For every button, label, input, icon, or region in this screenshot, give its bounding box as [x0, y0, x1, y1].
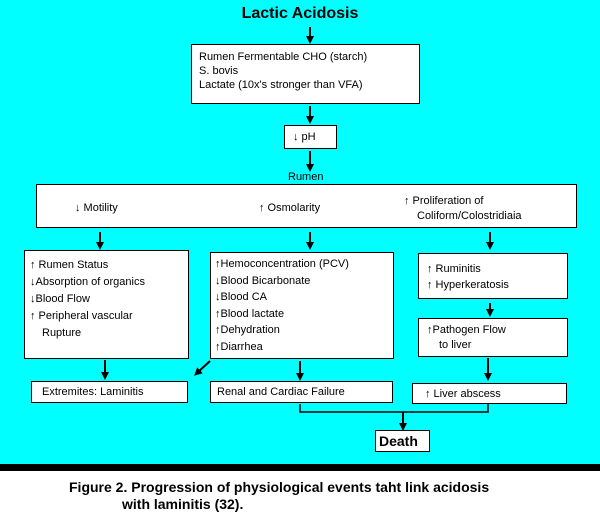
figure-caption: Figure 2. Progression of physiological e…: [69, 479, 489, 513]
failure-box: Renal and Cardiac Failure: [210, 381, 393, 403]
coliform-label: Coliform/Colostridiaia: [417, 210, 522, 222]
connector-arrows: [96, 27, 494, 431]
death-label: Death: [379, 433, 418, 449]
liver-abscess-box: ↑ Liver abscess: [412, 383, 567, 404]
right-effects-box: ↑ Ruminitis ↑ Hyperkeratosis: [418, 253, 568, 299]
ph-label: ↓ pH: [293, 131, 316, 143]
effect-line: ↓Blood CA: [215, 291, 267, 304]
rumen-box: ↓ Motility ↑ Osmolarity ↑ Proliferation …: [36, 184, 577, 228]
mid-effects-box: ↑Hemoconcentration (PCV) ↓Blood Bicarbon…: [210, 252, 394, 359]
effect-line: ↓Blood Bicarbonate: [215, 274, 311, 287]
caption-line-1: Figure 2. Progression of physiological e…: [69, 479, 490, 495]
effect-line: ↑Hemoconcentration (PCV): [215, 258, 349, 270]
osmolarity-label: ↑ Osmolarity: [259, 202, 321, 214]
caption-line-2: with laminitis (32).: [122, 496, 244, 512]
effect-line: Rupture: [42, 327, 82, 339]
rumen-label: Rumen: [288, 171, 324, 183]
death-box: Death: [375, 430, 430, 452]
arrow-mid-diagonal: [194, 360, 211, 376]
liver-abscess-label: ↑ Liver abscess: [425, 388, 501, 400]
laminitis-box: Extremites: Laminitis: [31, 381, 188, 403]
effect-line: ↑ Hyperkeratosis: [427, 279, 509, 291]
cho-line: Rumen Fermentable CHO (starch): [199, 51, 368, 63]
left-effects-box: ↑ Rumen Status ↓Absorption of organics ↓…: [24, 250, 189, 359]
motility-label: ↓ Motility: [75, 202, 118, 214]
effect-line: ↑ Peripheral vascular: [30, 310, 133, 322]
effect-line: ↓Blood Flow: [30, 293, 90, 305]
pathogen-box: ↑Pathogen Flow to liver: [418, 318, 568, 357]
failure-label: Renal and Cardiac Failure: [217, 386, 345, 398]
laminitis-label: Extremites: Laminitis: [42, 386, 144, 398]
proliferation-label: ↑ Proliferation of: [404, 195, 484, 207]
join-line: [299, 404, 489, 413]
ph-box: ↓ pH: [284, 125, 337, 149]
diagram-title: Lactic Acidosis: [241, 5, 359, 22]
effect-line: ↑Diarrhea: [215, 340, 263, 353]
divider-bar: [0, 464, 600, 471]
effect-line: to liver: [439, 339, 472, 351]
cho-box: Rumen Fermentable CHO (starch) S. bovis …: [191, 44, 420, 104]
cho-line: Lactate (10x's stronger than VFA): [199, 79, 363, 91]
effect-line: ↑ Rumen Status: [30, 259, 109, 271]
cho-line: S. bovis: [199, 65, 239, 77]
effect-line: ↑Pathogen Flow: [427, 324, 506, 336]
effect-line: ↑ Ruminitis: [427, 263, 481, 275]
effect-line: ↓Absorption of organics: [30, 276, 145, 288]
effect-line: ↑Blood lactate: [215, 307, 285, 320]
effect-line: ↑Dehydration: [215, 324, 280, 337]
